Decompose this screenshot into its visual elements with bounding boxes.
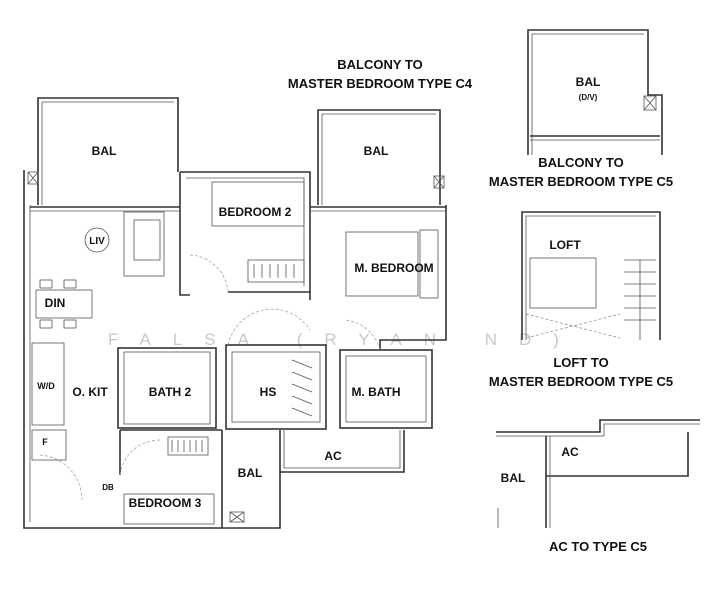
room-label-bedroom-2: BEDROOM 2 [219,205,292,219]
c5-ac-caption: AC TO TYPE C5 [549,539,647,554]
main-unit-walls [23,97,447,529]
c5-balcony-caption-line2: MASTER BEDROOM TYPE C5 [489,174,673,189]
room-label-dining: DIN [45,296,66,310]
c5-room-label-dv: (D/V) [579,93,598,102]
room-label-db: DB [102,483,114,492]
room-label-washer-dryer: W/D [37,381,55,391]
room-label-lower-balcony: BAL [238,466,263,480]
room-label-living: LIV [89,236,105,247]
c5-ac-panel [496,419,700,528]
room-label-master-bedroom: M. BEDROOM [354,261,433,275]
watermark: FALSA (RYAN ND) [108,330,581,349]
room-label-ac: AC [324,449,342,463]
room-label-bath-2: BATH 2 [149,385,192,399]
c5-balcony-caption-line1: BALCONY TO [538,155,623,170]
c5-loft-caption-line2: MASTER BEDROOM TYPE C5 [489,374,673,389]
room-label-household-shelter: HS [260,385,277,399]
c5-room-label-ac-balcony: BAL [501,471,526,485]
c5-balcony-panel [527,29,663,155]
room-label-fridge: F [42,437,48,447]
c4-balcony-caption-line2: MASTER BEDROOM TYPE C4 [288,76,473,91]
c5-room-label-balcony: BAL [576,75,601,89]
c5-room-label-loft: LOFT [549,238,581,252]
c5-loft-panel [521,211,661,340]
c5-room-label-ac: AC [561,445,579,459]
room-label-master-balcony: BAL [364,144,389,158]
c5-loft-caption-line1: LOFT TO [553,355,608,370]
room-label-bedroom-3: BEDROOM 3 [129,496,202,510]
c4-balcony-caption-line1: BALCONY TO [337,57,422,72]
room-label-open-kitchen: O. KIT [72,385,108,399]
room-label-master-bath: M. BATH [351,385,400,399]
room-label-balcony: BAL [92,144,117,158]
